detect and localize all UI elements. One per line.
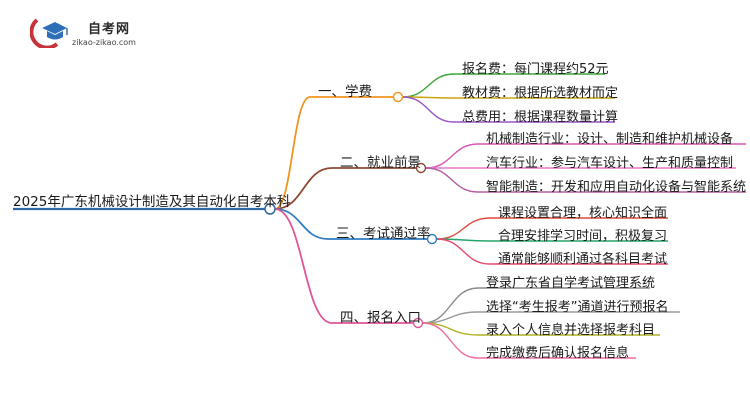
branch-label-tuition: 一、学费 — [318, 84, 372, 100]
site-logo[interactable]: 自考网 zikao-zikao.com — [30, 14, 150, 54]
leaf-label-tuition-1: 报名费：每门课程约52元 — [462, 62, 609, 77]
leaf-label-career-2: 汽车行业：参与汽车设计、生产和质量控制 — [486, 156, 734, 171]
leaf-label-pass-rate-2: 合理安排学习时间，积极复习 — [498, 229, 668, 244]
leaf-connector — [436, 238, 491, 265]
root-node-circle — [264, 203, 276, 215]
leaf-connector — [436, 217, 491, 240]
logo-title: 自考网 — [88, 22, 131, 37]
leaf-label-registration-1: 登录广东省自学考试管理系统 — [486, 276, 656, 291]
branch-node-circle — [426, 233, 438, 245]
leaf-label-registration-3: 录入个人信息并选择报考科目 — [486, 323, 656, 338]
leaf-label-career-3: 智能制造：开发和应用自动化设备与智能系统 — [486, 180, 747, 195]
leaf-label-registration-2: 选择“考生报考”通道进行预报名 — [486, 300, 669, 315]
branch-label-registration: 四、报名入口 — [340, 310, 421, 326]
branch-node-circle — [412, 317, 424, 329]
branch-connector — [274, 96, 311, 210]
leaf-label-tuition-3: 总费用：根据课程数量计算 — [462, 110, 619, 125]
leaf-connector — [422, 322, 479, 359]
leaf-label-pass-rate-1: 课程设置合理，核心知识全面 — [498, 206, 668, 221]
root-node-label: 2025年广东机械设计制造及其自动化自考本科 — [13, 194, 291, 210]
leaf-label-career-1: 机械制造行业：设计、制造和维护机械设备 — [486, 132, 734, 147]
branch-connector — [274, 208, 333, 324]
leaf-connector — [425, 143, 479, 169]
leaf-connector — [402, 96, 455, 123]
branch-connector — [274, 167, 333, 210]
leaf-label-pass-rate-3: 通常能够顺利通过各科目考试 — [498, 252, 668, 267]
leaf-connector — [402, 73, 455, 98]
leaf-label-registration-4: 完成缴费后确认报名信息 — [486, 346, 630, 361]
branch-node-circle — [415, 162, 427, 174]
branch-label-pass-rate: 三、考试通过率 — [336, 226, 431, 242]
graduation-cap-icon — [30, 18, 68, 48]
branch-node-circle — [392, 91, 404, 103]
leaf-connector — [425, 167, 479, 193]
branch-connector — [274, 208, 329, 240]
logo-url: zikao-zikao.com — [72, 38, 136, 47]
branch-label-career: 二、就业前景 — [340, 155, 421, 171]
leaf-label-tuition-2: 教材费：根据所选教材而定 — [462, 86, 619, 101]
